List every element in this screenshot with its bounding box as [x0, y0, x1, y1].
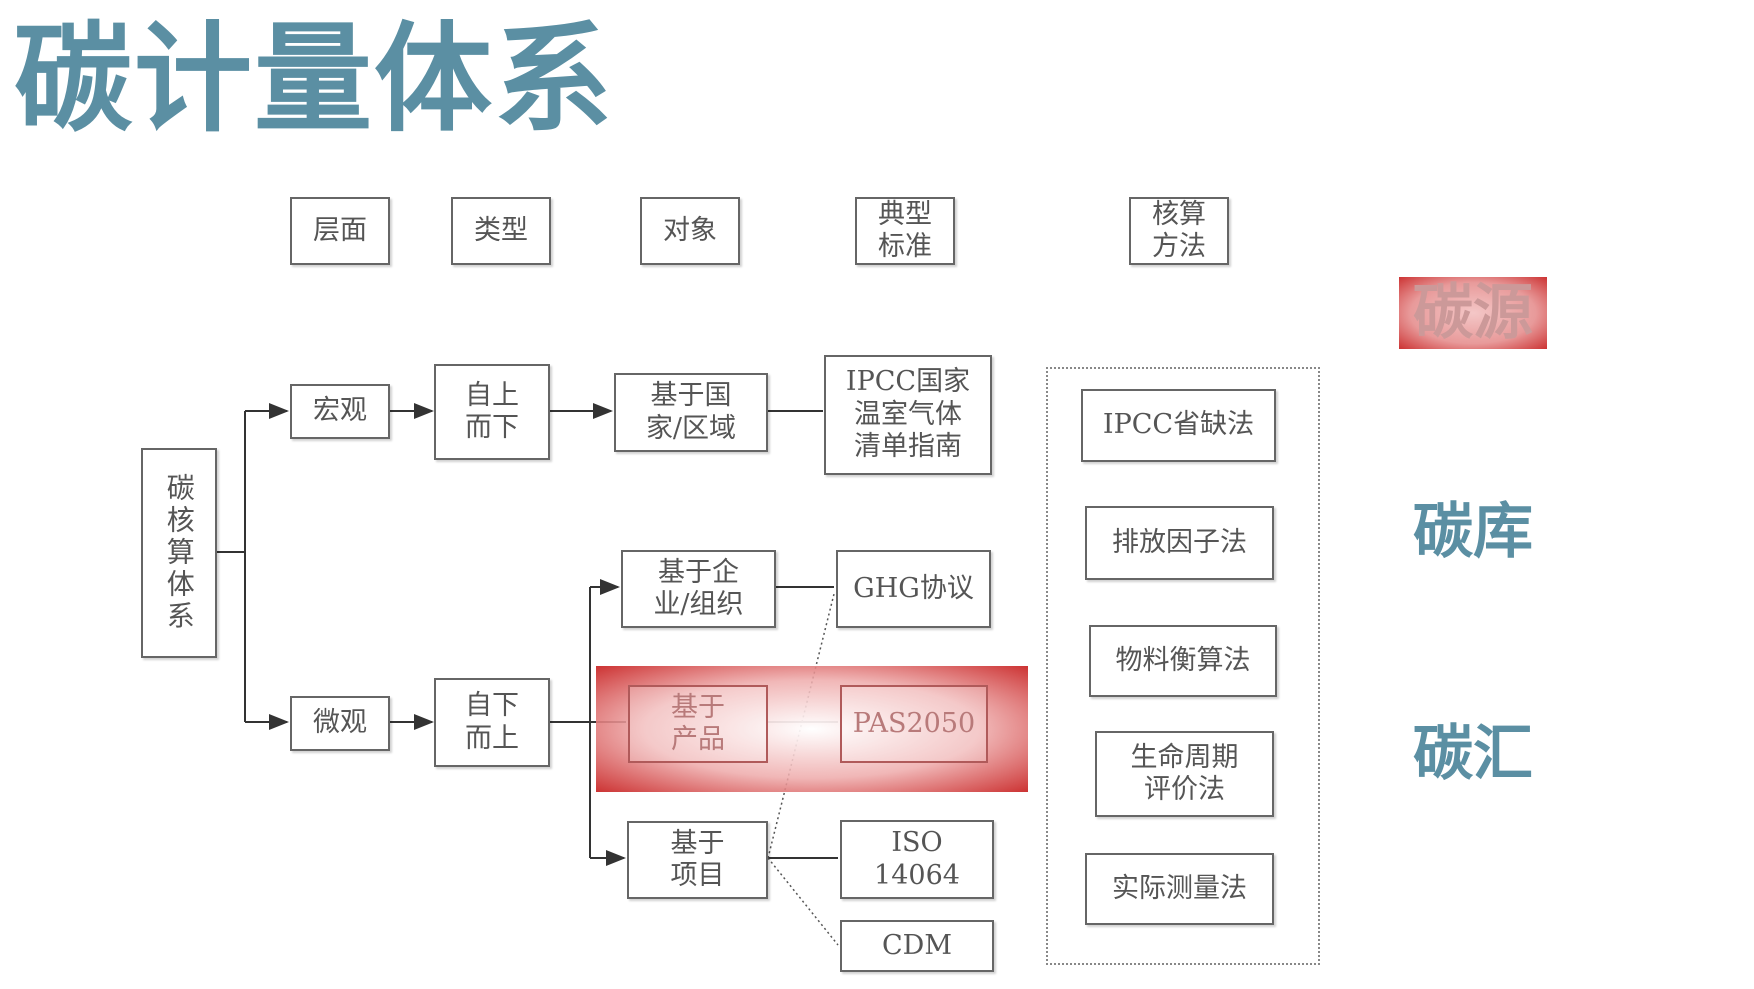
standard-ghg: GHG协议 — [836, 550, 991, 628]
level-micro: 微观 — [290, 696, 390, 751]
label-carbon-sink: 碳汇 — [1413, 719, 1533, 789]
method-measurement: 实际测量法 — [1085, 853, 1274, 925]
object-enterprise: 基于企 业/组织 — [621, 550, 776, 628]
standard-cdm: CDM — [840, 920, 994, 972]
method-ipcc-default: IPCC省缺法 — [1081, 389, 1276, 462]
standard-iso14064: ISO 14064 — [840, 820, 994, 899]
method-material-balance: 物料衡算法 — [1089, 625, 1277, 697]
root-node: 碳核算体系 — [141, 448, 217, 658]
header-method: 核算 方法 — [1129, 197, 1229, 265]
header-level: 层面 — [290, 197, 390, 265]
standard-ipcc-guide: IPCC国家 温室气体 清单指南 — [824, 355, 992, 475]
header-type: 类型 — [451, 197, 551, 265]
standard-pas2050: PAS2050 — [840, 685, 988, 763]
object-country: 基于国 家/区域 — [614, 373, 768, 452]
level-macro: 宏观 — [290, 384, 390, 439]
header-object: 对象 — [640, 197, 740, 265]
type-bottom-up: 自下 而上 — [434, 678, 550, 767]
label-carbon-stock: 碳库 — [1413, 497, 1533, 567]
page-title: 碳计量体系 — [14, 10, 615, 148]
method-emission-factor: 排放因子法 — [1085, 506, 1274, 580]
methods-container — [1046, 367, 1320, 965]
object-project: 基于 项目 — [627, 821, 768, 899]
type-top-down: 自上 而下 — [434, 364, 550, 460]
label-carbon-source: 碳源 — [1399, 277, 1547, 349]
header-standard: 典型 标准 — [855, 197, 955, 265]
object-product: 基于 产品 — [628, 685, 768, 763]
highlight-band — [596, 666, 1028, 792]
method-lca: 生命周期 评价法 — [1095, 731, 1274, 817]
